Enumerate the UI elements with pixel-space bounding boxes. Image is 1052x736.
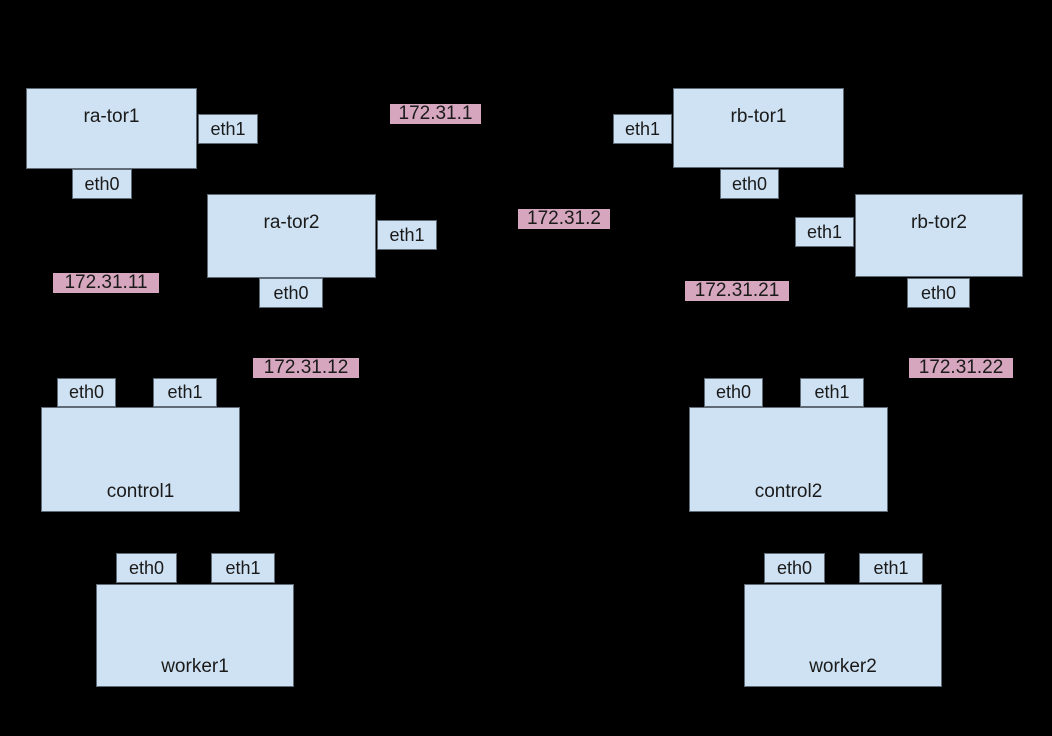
ip-label-172-31-1: 172.31.1 bbox=[390, 104, 481, 124]
port-rb-tor1-eth0: eth0 bbox=[720, 169, 779, 199]
port-control1-eth1: eth1 bbox=[153, 378, 217, 407]
port-control1-eth0: eth0 bbox=[57, 378, 116, 407]
port-ra-tor2-eth1: eth1 bbox=[377, 220, 437, 250]
node-label-worker1: worker1 bbox=[161, 656, 229, 677]
node-label-rb-tor2: rb-tor2 bbox=[911, 212, 967, 233]
node-label-ra-tor1: ra-tor1 bbox=[83, 106, 140, 127]
port-ra-tor2-eth0: eth0 bbox=[259, 278, 323, 308]
port-control2-eth0: eth0 bbox=[704, 378, 763, 407]
node-worker1: worker1 bbox=[96, 584, 294, 687]
node-label-control2: control2 bbox=[754, 481, 823, 502]
ip-label-172-31-2: 172.31.2 bbox=[518, 209, 610, 229]
port-rb-tor2-eth0: eth0 bbox=[907, 278, 970, 308]
node-label-worker2: worker2 bbox=[809, 656, 877, 677]
port-ra-tor1-eth0: eth0 bbox=[72, 169, 132, 199]
port-rb-tor1-eth1: eth1 bbox=[613, 114, 672, 144]
ip-label-172-31-21: 172.31.21 bbox=[685, 281, 789, 301]
node-control2: control2 bbox=[689, 407, 888, 512]
port-ra-tor1-eth1: eth1 bbox=[198, 114, 258, 144]
ip-label-172-31-11: 172.31.11 bbox=[53, 273, 159, 293]
node-worker2: worker2 bbox=[744, 584, 942, 687]
node-rb-tor2: rb-tor2 bbox=[855, 194, 1023, 277]
port-rb-tor2-eth1: eth1 bbox=[795, 217, 854, 247]
node-rb-tor1: rb-tor1 bbox=[673, 88, 844, 168]
node-control1: control1 bbox=[41, 407, 240, 512]
port-control2-eth1: eth1 bbox=[800, 378, 864, 407]
ip-label-172-31-12: 172.31.12 bbox=[253, 358, 359, 378]
node-label-rb-tor1: rb-tor1 bbox=[730, 106, 787, 127]
node-label-control1: control1 bbox=[106, 481, 175, 502]
node-ra-tor2: ra-tor2 bbox=[207, 194, 376, 278]
port-worker1-eth0: eth0 bbox=[116, 553, 177, 583]
port-worker2-eth1: eth1 bbox=[859, 553, 923, 583]
node-label-ra-tor2: ra-tor2 bbox=[263, 212, 320, 233]
ip-label-172-31-22: 172.31.22 bbox=[909, 358, 1013, 378]
port-worker1-eth1: eth1 bbox=[211, 553, 275, 583]
port-worker2-eth0: eth0 bbox=[764, 553, 825, 583]
node-ra-tor1: ra-tor1 bbox=[26, 88, 197, 169]
